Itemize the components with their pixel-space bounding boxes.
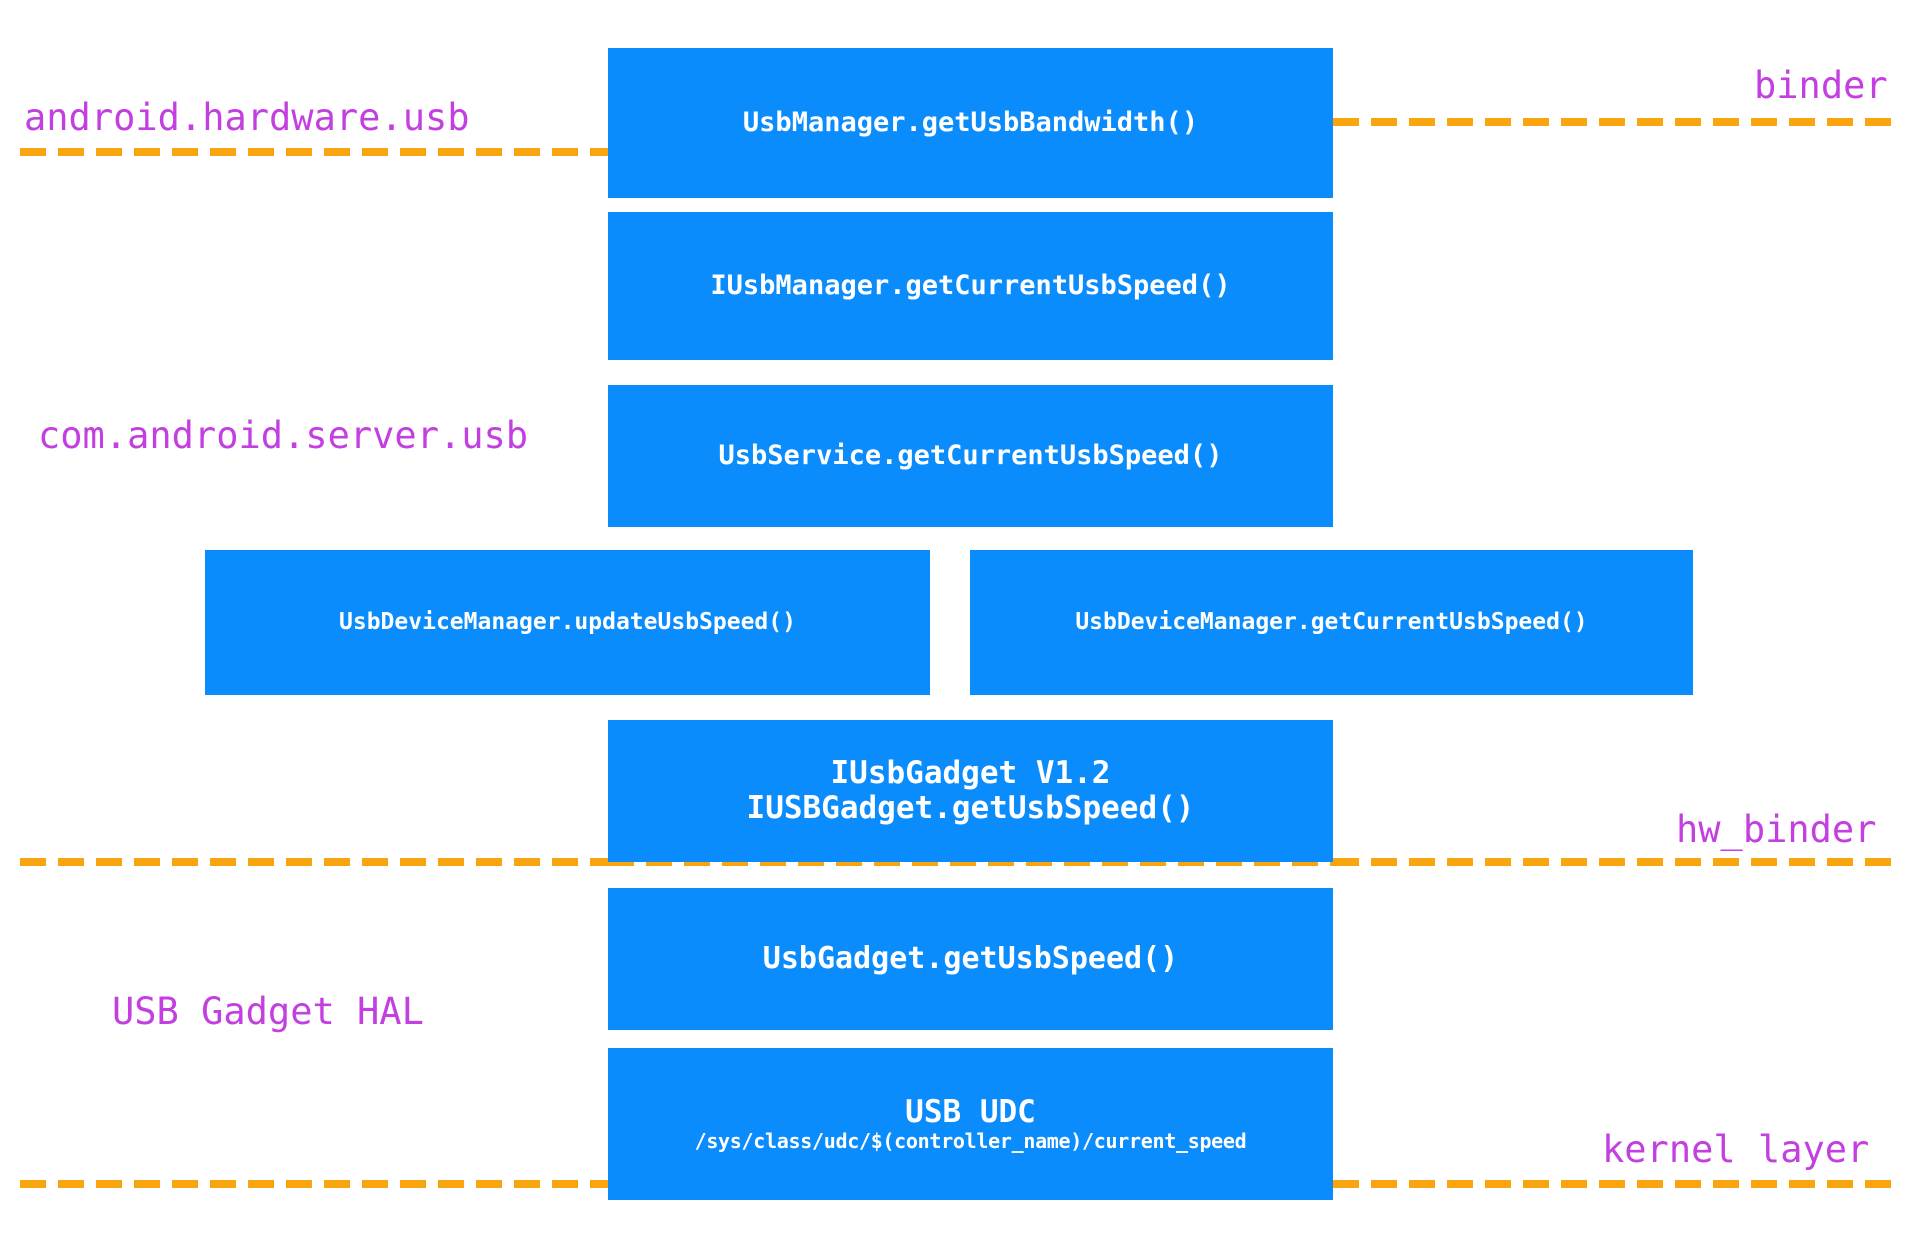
box-iusbgadget-v12[interactable]: IUsbGadget V1.2 IUSBGadget.getUsbSpeed()	[608, 720, 1333, 862]
box-usbmanager-getusbbandwidth[interactable]: UsbManager.getUsbBandwidth()	[608, 48, 1333, 198]
layer-label-com-android-server-usb: com.android.server.usb	[38, 414, 529, 457]
box-usbdevicemanager-updateusbspeed[interactable]: UsbDeviceManager.updateUsbSpeed()	[205, 550, 930, 695]
box-label-primary: UsbService.getCurrentUsbSpeed()	[718, 439, 1223, 471]
box-usb-udc[interactable]: USB UDC /sys/class/udc/$(controller_name…	[608, 1048, 1333, 1200]
layer-label-usb-gadget-hal: USB Gadget HAL	[112, 990, 424, 1033]
divider-binder-right	[1333, 118, 1893, 126]
layer-label-android-hardware-usb: android.hardware.usb	[24, 96, 470, 139]
box-iusbmanager-getcurrentusbspeed[interactable]: IUsbManager.getCurrentUsbSpeed()	[608, 212, 1333, 360]
divider-binder-left	[20, 148, 608, 156]
layer-label-hw-binder: hw_binder	[1676, 808, 1877, 851]
divider-hw-binder-mid	[608, 858, 1333, 866]
box-label-primary: UsbDeviceManager.getCurrentUsbSpeed()	[1075, 608, 1588, 635]
box-label-primary: IUsbManager.getCurrentUsbSpeed()	[710, 269, 1231, 301]
box-label-primary: USB UDC	[905, 1094, 1036, 1131]
divider-kernel-right	[1333, 1180, 1893, 1188]
box-label-primary: UsbDeviceManager.updateUsbSpeed()	[339, 608, 796, 635]
box-usbdevicemanager-getcurrentusbspeed[interactable]: UsbDeviceManager.getCurrentUsbSpeed()	[970, 550, 1693, 695]
divider-hw-binder-right	[1333, 858, 1893, 866]
divider-hw-binder-left	[20, 858, 608, 866]
layer-label-kernel-layer: kernel layer	[1602, 1128, 1870, 1171]
box-usbgadget-getusbspeed[interactable]: UsbGadget.getUsbSpeed()	[608, 888, 1333, 1030]
divider-kernel-left	[20, 1180, 608, 1188]
box-usbservice-getcurrentusbspeed[interactable]: UsbService.getCurrentUsbSpeed()	[608, 385, 1333, 527]
box-label-secondary: IUSBGadget.getUsbSpeed()	[746, 790, 1195, 826]
box-label-secondary: /sys/class/udc/$(controller_name)/curren…	[694, 1129, 1247, 1154]
box-label-primary: UsbManager.getUsbBandwidth()	[742, 106, 1199, 138]
box-label-primary: IUsbGadget V1.2	[830, 755, 1111, 792]
box-label-primary: UsbGadget.getUsbSpeed()	[762, 941, 1179, 977]
layer-label-binder: binder	[1754, 64, 1888, 107]
